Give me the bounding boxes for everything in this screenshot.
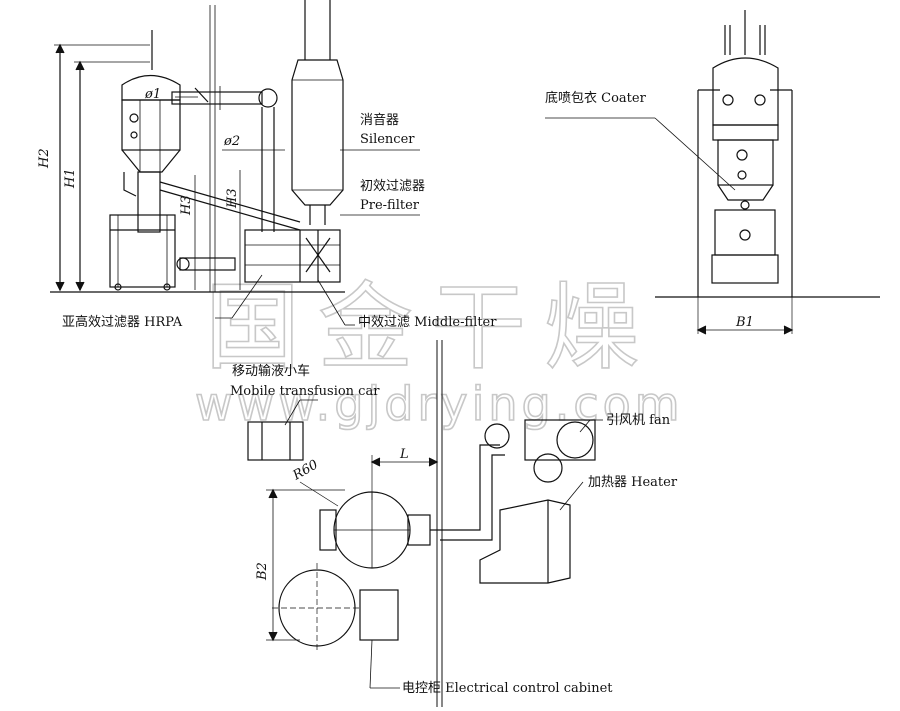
- label-mobile-cn: 移动输液小车: [232, 363, 310, 379]
- plan-view: [247, 340, 603, 707]
- label-prefilter-cn: 初效过滤器: [360, 179, 425, 194]
- watermark-cn: 国金干燥: [205, 273, 657, 383]
- dim-h2: H2: [37, 148, 52, 169]
- label-hepa: 亚高效过滤器 HRPA: [62, 314, 183, 330]
- label-middle-filter: 中效过滤 Middle-filter: [358, 315, 497, 330]
- label-heater: 加热器 Heater: [588, 475, 678, 490]
- label-silencer-en: Silencer: [360, 132, 415, 147]
- dim-h3-b: H3: [225, 188, 240, 209]
- label-silencer-cn: 消音器: [360, 112, 399, 128]
- front-elevation: [50, 0, 420, 326]
- dim-phi1: ø1: [144, 87, 161, 102]
- dim-r60: R60: [290, 457, 321, 484]
- dim-l: L: [399, 447, 409, 462]
- side-elevation: [545, 10, 880, 335]
- label-fan: 引风机 fan: [606, 413, 671, 428]
- label-cabinet: 电控柜 Electrical control cabinet: [402, 681, 613, 696]
- dim-b1: B1: [735, 315, 754, 330]
- dim-h3-a: H3: [179, 195, 194, 216]
- dim-h1: H1: [63, 168, 78, 189]
- label-coater: 底喷包衣 Coater: [545, 90, 647, 106]
- label-prefilter-en: Pre-filter: [360, 198, 420, 213]
- dim-b2: B2: [255, 562, 270, 581]
- dim-phi2: ø2: [223, 134, 240, 149]
- labels: 消音器 Silencer 初效过滤器 Pre-filter 亚高效过滤器 HRP…: [37, 87, 754, 696]
- watermark: 国金干燥 www.gjdrying.com: [194, 272, 680, 432]
- label-mobile-en: Mobile transfusion car: [230, 384, 380, 399]
